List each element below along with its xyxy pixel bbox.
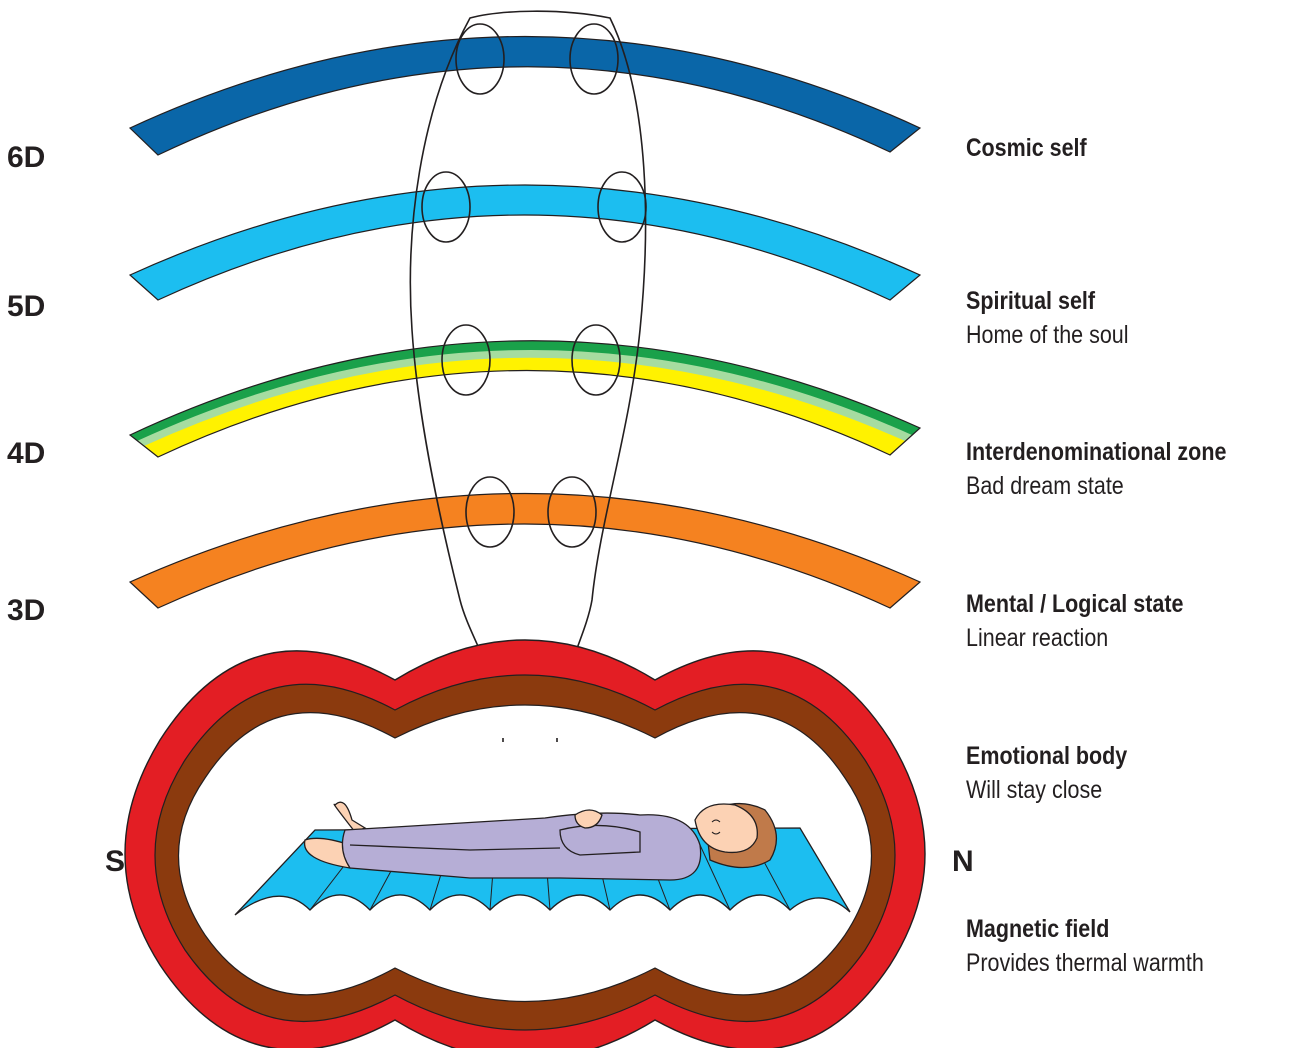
person-arm bbox=[560, 825, 640, 855]
band-3d bbox=[130, 494, 920, 609]
description-spiritual-self: Spiritual self Home of the soul bbox=[966, 284, 1155, 352]
description-magnetic-field: Magnetic field Provides thermal warmth bbox=[966, 912, 1242, 980]
dimension-label-4d: 4D bbox=[7, 437, 45, 471]
description-subtitle: Home of the soul bbox=[966, 318, 1129, 352]
description-subtitle: Provides thermal warmth bbox=[966, 946, 1204, 980]
description-title: Spiritual self bbox=[966, 284, 1129, 318]
description-cosmic-self: Cosmic self bbox=[966, 131, 1106, 165]
description-title: Interdenominational zone bbox=[966, 435, 1226, 469]
description-title: Cosmic self bbox=[966, 131, 1087, 165]
dimension-label-3d: 3D bbox=[7, 594, 45, 628]
dimension-label-5d: 5D bbox=[7, 290, 45, 324]
description-subtitle: Linear reaction bbox=[966, 621, 1183, 655]
description-mental-logical-state: Mental / Logical state Linear reaction bbox=[966, 587, 1219, 655]
dimension-bands bbox=[130, 37, 920, 609]
band-6d bbox=[130, 37, 920, 156]
description-subtitle: Will stay close bbox=[966, 773, 1127, 807]
description-emotional-body: Emotional body Will stay close bbox=[966, 739, 1154, 807]
description-title: Magnetic field bbox=[966, 912, 1204, 946]
silver-cord bbox=[410, 11, 646, 742]
description-subtitle: Bad dream state bbox=[966, 469, 1226, 503]
description-title: Mental / Logical state bbox=[966, 587, 1183, 621]
description-interdenominational-zone: Interdenominational zone Bad dream state bbox=[966, 435, 1269, 503]
band-5d bbox=[130, 185, 920, 300]
band-4d bbox=[130, 341, 920, 457]
dimension-label-6d: 6D bbox=[7, 141, 45, 175]
pole-south-label: S bbox=[105, 845, 125, 879]
pole-north-label: N bbox=[952, 845, 974, 879]
description-title: Emotional body bbox=[966, 739, 1127, 773]
